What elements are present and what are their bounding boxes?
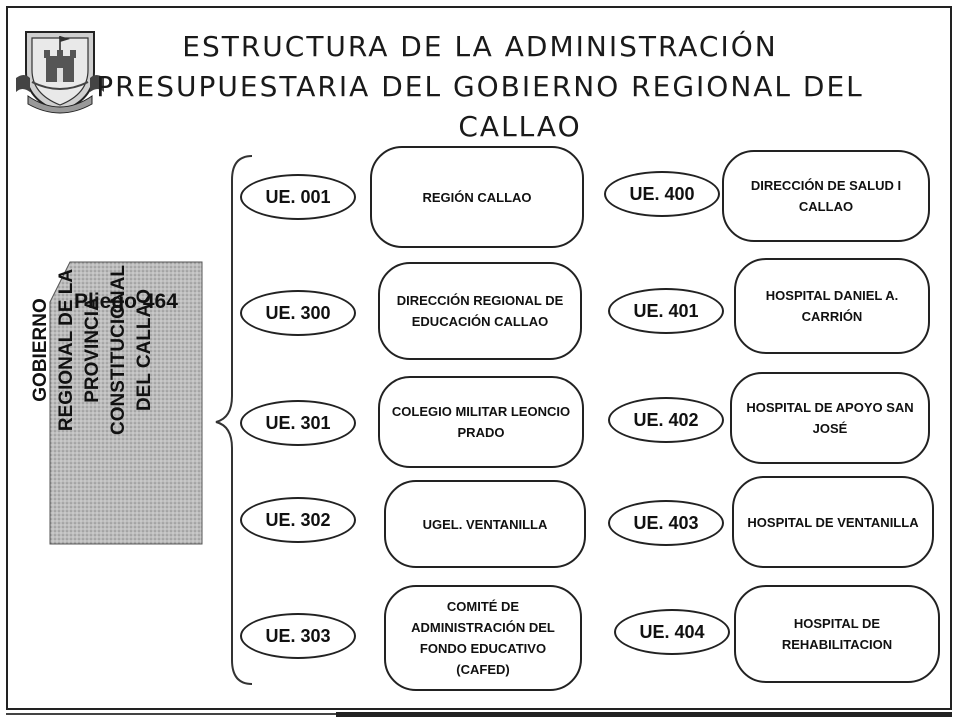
unit-box: HOSPITAL DE APOYO SAN JOSÉ [730,372,930,464]
unit-box: DIRECCIÓN REGIONAL DE EDUCACIÓN CALLAO [378,262,582,360]
ue-code-oval: UE. 300 [240,290,356,336]
ue-code-oval: UE. 302 [240,497,356,543]
pliego-box [49,261,203,545]
unit-box: HOSPITAL DE VENTANILLA [732,476,934,568]
ue-code-oval: UE. 303 [240,613,356,659]
unit-box: DIRECCIÓN DE SALUD I CALLAO [722,150,930,242]
ue-code-oval: UE. 404 [614,609,730,655]
ue-code-oval: UE. 301 [240,400,356,446]
pliego-name-line: CONSTITUCIONAL [108,265,129,435]
ue-code-oval: UE. 402 [608,397,724,443]
bottom-border-strip [6,712,952,717]
pliego-name-line: DEL CALLAO [134,288,155,412]
unit-box: REGIÓN CALLAO [370,146,584,248]
unit-box: HOSPITAL DANIEL A. CARRIÓN [734,258,930,354]
ue-code-oval: UE. 403 [608,500,724,546]
title-line-2: PRESUPUESTARIA DEL GOBIERNO REGIONAL DEL [96,70,864,103]
pliego-name-line: REGIONAL DE LA [56,268,77,432]
unit-box: UGEL. VENTANILLA [384,480,586,568]
grouping-brace [215,155,253,685]
pliego-name-line: GOBIERNO [30,298,51,402]
callao-coat-of-arms-logo [16,31,104,114]
title-line-1: ESTRUCTURA DE LA ADMINISTRACIÓN [182,30,778,63]
pliego-entity-name: GOBIERNO REGIONAL DE LA PROVINCIA CONSTI… [28,235,158,465]
unit-box: HOSPITAL DE REHABILITACION [734,585,940,683]
pliego-name-line: PROVINCIA [82,297,103,403]
ue-code-oval: UE. 401 [608,288,724,334]
ue-code-oval: UE. 400 [604,171,720,217]
unit-box: COMITÉ DE ADMINISTRACIÓN DEL FONDO EDUCA… [384,585,582,691]
pliego-label: Pliego 464 [74,290,178,313]
unit-box: COLEGIO MILITAR LEONCIO PRADO [378,376,584,468]
ue-code-oval: UE. 001 [240,174,356,220]
title-line-3: CALLAO [458,110,582,143]
